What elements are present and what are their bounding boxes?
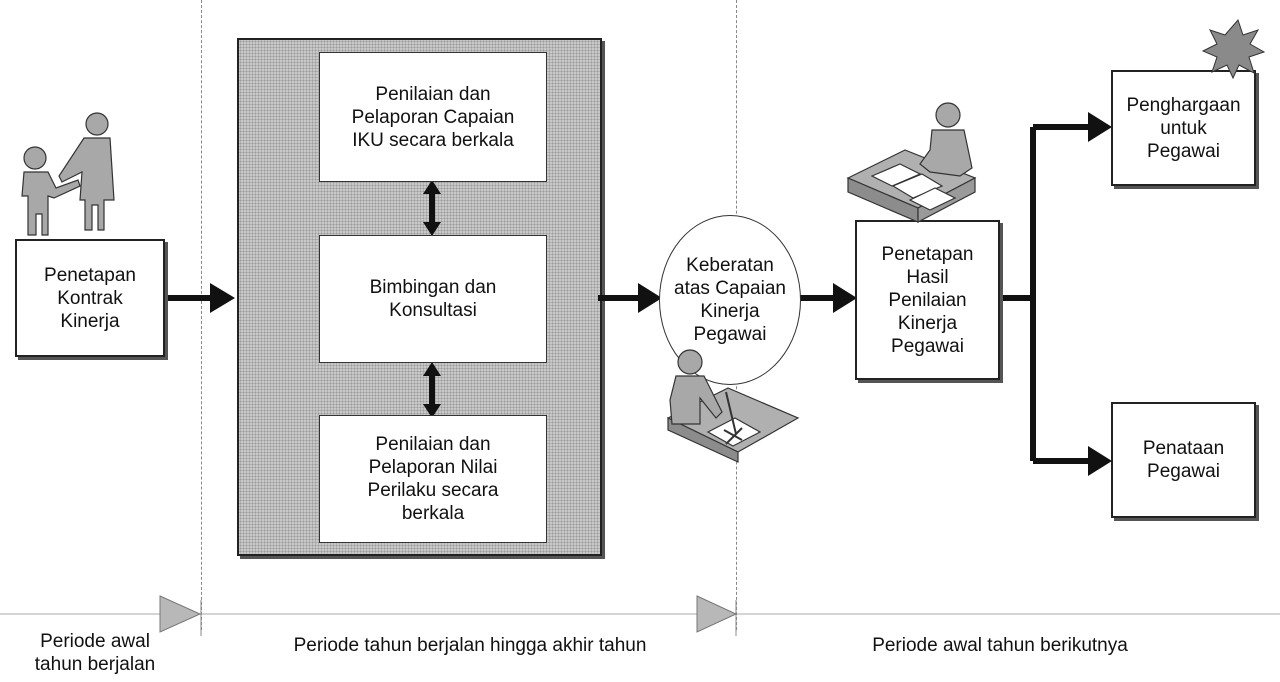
timeline-period-3-label: Periode awal tahun berikutnya bbox=[872, 635, 1128, 656]
arrowhead bbox=[423, 362, 441, 376]
penilaian-iku-label: Penilaian dan Pelaporan Capaian IKU seca… bbox=[351, 83, 515, 151]
timeline-period-1-label: Periode awal tahun berjalan bbox=[34, 631, 156, 675]
period-divider-1 bbox=[201, 0, 202, 630]
box-penetapan-kontrak: Penetapan Kontrak Kinerja bbox=[15, 239, 165, 357]
penetapan-hasil-label: Penetapan Hasil Penilaian Kinerja Pegawa… bbox=[881, 243, 974, 357]
box-penetapan-hasil: Penetapan Hasil Penilaian Kinerja Pegawa… bbox=[855, 220, 1000, 380]
handshake-figures-icon bbox=[21, 112, 115, 236]
penghargaan-label: Penghargaan untuk Pegawai bbox=[1126, 94, 1241, 162]
box-bimbingan: Bimbingan dan Konsultasi bbox=[319, 235, 547, 363]
arrowhead bbox=[638, 283, 662, 313]
arrowhead bbox=[423, 180, 441, 194]
arrowhead bbox=[833, 283, 857, 313]
bimbingan-label: Bimbingan dan Konsultasi bbox=[369, 277, 497, 321]
star-icon bbox=[1201, 19, 1266, 80]
timeline-triangle bbox=[159, 595, 202, 633]
arrowhead bbox=[1088, 112, 1112, 142]
box-penataan: Penataan Pegawai bbox=[1111, 402, 1256, 518]
arrowhead bbox=[210, 283, 235, 313]
writing-person-icon bbox=[666, 349, 800, 463]
penilaian-perilaku-label: Penilaian dan Pelaporan Nilai Perilaku s… bbox=[367, 434, 499, 524]
timeline-period-2-label: Periode tahun berjalan hingga akhir tahu… bbox=[293, 635, 647, 656]
timeline-triangle bbox=[696, 595, 738, 633]
penetapan-kontrak-label: Penetapan Kontrak Kinerja bbox=[44, 264, 136, 332]
arrowhead bbox=[423, 222, 441, 236]
box-penghargaan: Penghargaan untuk Pegawai bbox=[1111, 70, 1256, 186]
box-penilaian-iku: Penilaian dan Pelaporan Capaian IKU seca… bbox=[319, 52, 547, 182]
arrowhead bbox=[1088, 446, 1112, 476]
box-penilaian-perilaku: Penilaian dan Pelaporan Nilai Perilaku s… bbox=[319, 415, 547, 543]
reading-person-icon bbox=[846, 102, 977, 223]
arrowhead bbox=[423, 404, 441, 418]
penataan-label: Penataan Pegawai bbox=[1142, 438, 1225, 482]
keberatan-label: Keberatan atas Capaian Kinerja Pegawai bbox=[674, 255, 786, 345]
